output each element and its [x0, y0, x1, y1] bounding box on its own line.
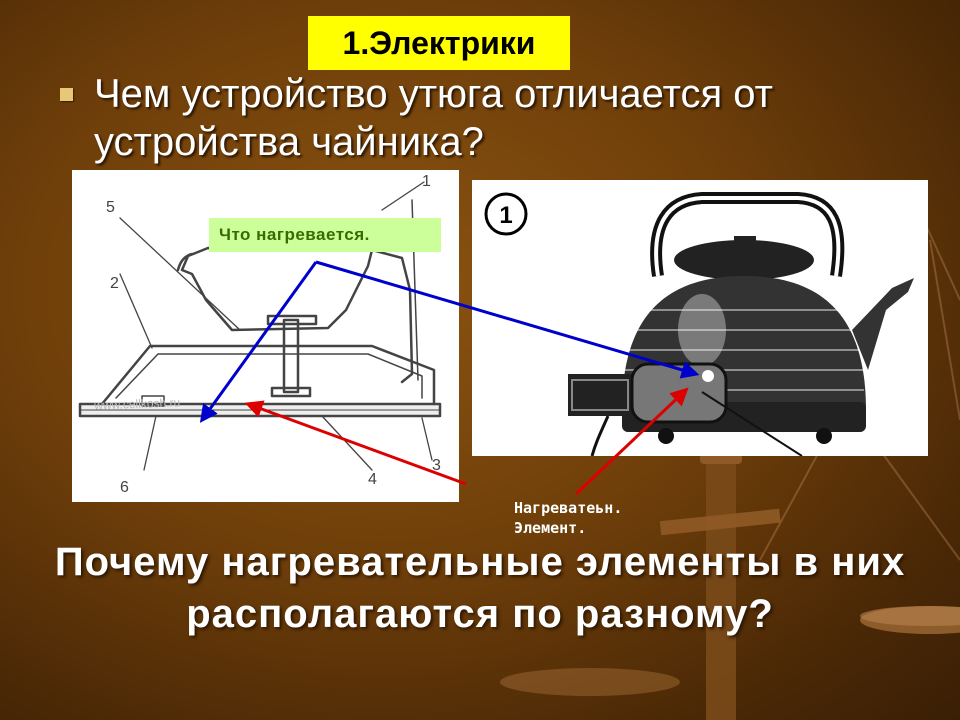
- bottom-question: Почему нагревательные элементы в них рас…: [54, 540, 906, 636]
- kettle-number-badge: [484, 192, 528, 236]
- slide-question: Чем устройство утюга отличается от устро…: [94, 72, 773, 164]
- iron-label-2: 2: [110, 275, 119, 292]
- slide-title: 1.Электрики: [308, 16, 570, 70]
- iron-label-3: 3: [432, 457, 441, 474]
- iron-label-5: 5: [106, 199, 115, 216]
- callout-heating-element: Нагреватеьн. Элемент.: [514, 498, 622, 538]
- kettle-number: 1: [499, 202, 512, 229]
- callout-what-heats: Что нагревается.: [209, 218, 441, 252]
- iron-handle: [180, 246, 374, 332]
- callout-heating-element-line1: Нагреватеьн.: [514, 499, 623, 517]
- scale-post: [706, 458, 736, 720]
- bullet-icon: [60, 88, 73, 101]
- callout-heating-element-line2: Элемент.: [514, 519, 587, 537]
- kettle-diagram: 1: [472, 180, 928, 456]
- iron-label-6: 6: [120, 479, 129, 496]
- iron-post: [282, 318, 300, 394]
- iron-label-1: 1: [422, 173, 431, 190]
- iron-label-4: 4: [368, 471, 377, 488]
- iron-watermark: www.cellkosh.ru: [93, 395, 180, 412]
